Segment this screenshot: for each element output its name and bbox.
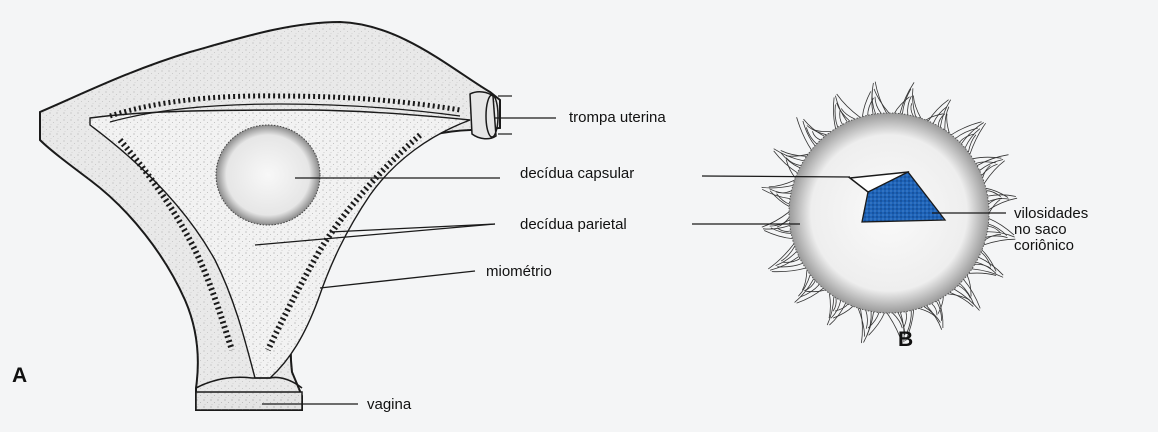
villus-hair: [841, 108, 855, 119]
villus-hair: [988, 195, 1016, 197]
label-trompa-uterina: trompa uterina: [569, 109, 666, 126]
villus-hair: [774, 149, 804, 161]
villus-hair: [837, 94, 860, 117]
villus-hair: [948, 294, 970, 300]
leader-miometrio: [320, 271, 475, 288]
villus-hair: [862, 91, 870, 116]
villus-hair: [797, 288, 824, 303]
villus-hair: [927, 306, 942, 330]
villus-hair: [807, 126, 827, 135]
villus-hair: [947, 114, 950, 134]
villus-hair: [893, 313, 903, 328]
villus-hair: [778, 229, 791, 232]
villus-hair: [932, 304, 938, 316]
label-miometrio: miométrio: [486, 263, 552, 280]
villus-hair: [774, 151, 798, 173]
label-vilosidades-line2: no saco: [1014, 221, 1067, 238]
villus-hair: [919, 308, 936, 317]
villus-hair: [829, 293, 830, 318]
villus-hair: [864, 312, 874, 343]
villus-hair: [806, 290, 825, 292]
villus-hair: [768, 244, 794, 269]
villus-hair: [940, 100, 950, 128]
villus-hair: [989, 219, 1014, 236]
villus-hair: [900, 82, 914, 113]
label-vilosidades-line1: vilosidades: [1014, 205, 1088, 222]
panel-label-b: B: [898, 328, 913, 352]
label-decidua-capsular: decídua capsular: [520, 165, 634, 182]
villus-hair: [968, 135, 976, 153]
label-decidua-parietal: decídua parietal: [520, 216, 627, 233]
villus-hair: [976, 262, 996, 273]
villus-hair: [964, 280, 981, 309]
villus-hair: [984, 161, 1004, 183]
villus-hair: [969, 273, 996, 275]
panel-label-a: A: [12, 364, 27, 388]
villus-hair: [961, 123, 983, 144]
uterine-tube: [470, 92, 496, 139]
villus-hair: [762, 212, 789, 227]
implanted-chorionic-sac: [216, 125, 320, 225]
villus-hair: [977, 155, 1008, 166]
villus-hair: [913, 88, 916, 116]
villus-hair: [984, 239, 1016, 245]
villus-hair: [904, 312, 907, 327]
villus-hair: [835, 105, 838, 128]
villus-hair: [781, 153, 800, 168]
villus-hair: [874, 89, 889, 113]
villus-hair: [913, 96, 921, 119]
villus-hair: [800, 285, 819, 297]
villus-hair: [763, 225, 790, 229]
villus-hair: [861, 309, 863, 343]
label-vilosidades-line3: coriônico: [1014, 237, 1074, 254]
villus-hair: [795, 279, 814, 303]
uterus-drawing: [40, 22, 512, 410]
villus-hair: [829, 303, 845, 325]
label-vagina: vagina: [367, 396, 411, 413]
villus-hair: [772, 268, 806, 272]
villus-hair: [866, 310, 868, 329]
